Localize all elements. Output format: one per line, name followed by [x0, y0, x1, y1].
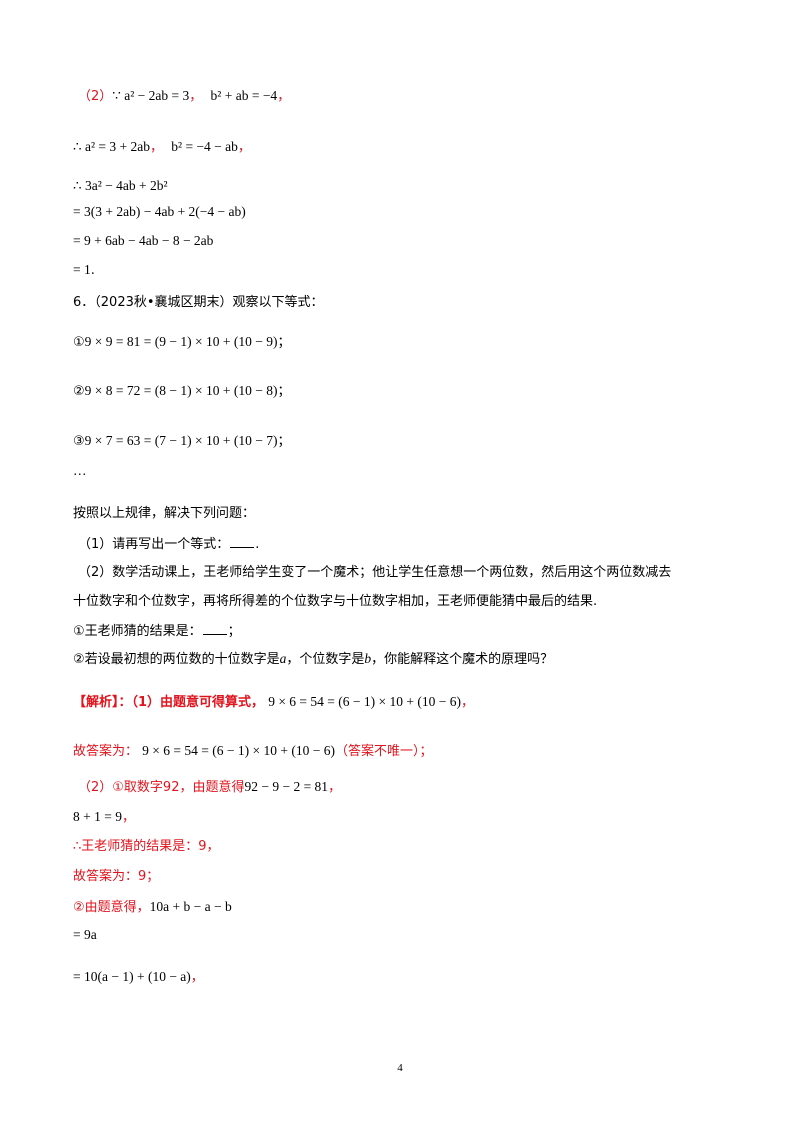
- page-number: 4: [397, 1062, 403, 1074]
- answer-part2-1: 故答案为：9；: [73, 869, 160, 884]
- result-statement: ∴王老师猜的结果是：9，: [73, 839, 220, 854]
- sub-question-2-part2: ②若设最初想的两位数的十位数字是a，个位数字是b，你能解释这个魔术的原理吗？: [73, 651, 554, 667]
- instruction: 按照以上规律，解决下列问题：: [73, 506, 256, 521]
- answer-blank: [202, 622, 227, 635]
- line-expand: = 9 + 6ab − 4ab − 8 − 2ab: [73, 233, 214, 248]
- sum-digits: 8 + 1 = 9，: [73, 809, 135, 825]
- derivation-final: = 10(a − 1) + (10 − a)，: [73, 969, 204, 985]
- ellipsis: …: [73, 463, 87, 478]
- equation-2: ②9 × 8 = 72 = (8 − 1) × 10 + (10 − 8)；: [73, 383, 291, 399]
- line-therefore-a2: ∴ a² = 3 + 2ab， b² = −4 − ab，: [73, 139, 251, 155]
- equation-3: ③9 × 7 = 63 = (7 − 1) × 10 + (10 − 7)；: [73, 433, 291, 449]
- line-result: = 1.: [73, 262, 95, 278]
- solution-part1: 【解析】：（1）由题意可得算式， 9 × 6 = 54 = (6 − 1) × …: [73, 694, 474, 710]
- answer-part1: 故答案为： 9 × 6 = 54 = (6 − 1) × 10 + (10 − …: [73, 743, 433, 759]
- answer-blank: [230, 535, 255, 548]
- equation-1: ①9 × 9 = 81 = (9 − 1) × 10 + (10 − 9)；: [73, 334, 291, 350]
- derivation-9a: = 9a: [73, 927, 97, 942]
- question-6-title: 6．（2023秋•襄城区期末）观察以下等式：: [73, 295, 324, 310]
- line-expression: ∴ 3a² − 4ab + 2b²: [73, 178, 168, 193]
- derivation-start: ②由题意得，10a + b − a − b: [73, 899, 232, 915]
- sub-question-1: （1）请再写出一个等式：.: [78, 535, 260, 552]
- solution-part2: （2）①取数字92，由题意得92 − 9 − 2 = 81，: [78, 779, 342, 795]
- line-part2-given: （2）∵ a² − 2ab = 3， b² + ab = −4，: [78, 88, 291, 104]
- sub-question-2-line1: （2）数学活动课上，王老师给学生变了一个魔术；他让学生任意想一个两位数，然后用这…: [78, 565, 672, 580]
- sub-question-2-part1: ①王老师猜的结果是：；: [73, 622, 241, 639]
- line-substitution: = 3(3 + 2ab) − 4ab + 2(−4 − ab): [73, 204, 246, 219]
- sub-question-2-line2: 十位数字和个位数字，再将所得差的个位数字与十位数字相加，王老师便能猜中最后的结果…: [73, 594, 598, 609]
